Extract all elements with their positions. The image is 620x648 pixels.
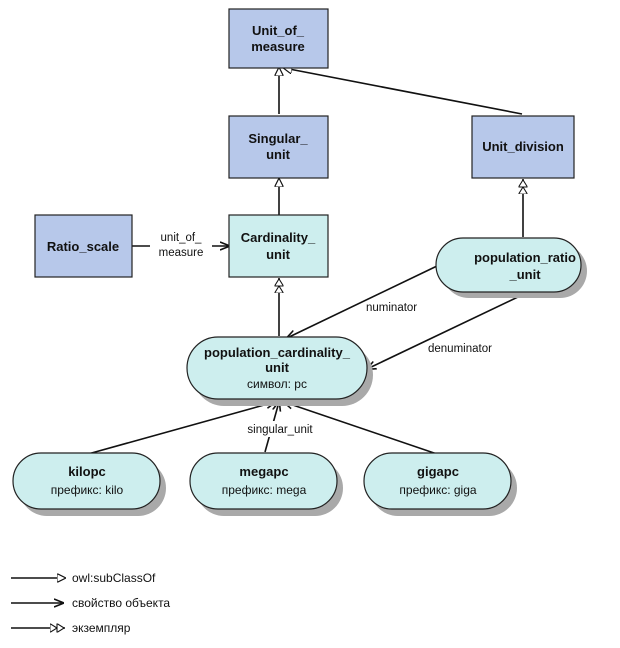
node-label: Unit_division bbox=[482, 139, 564, 154]
node-population-ratio-unit[interactable]: population_ratio _unit bbox=[435, 237, 587, 298]
node-population-cardinality-unit[interactable]: population_cardinality_ unit символ: pc bbox=[186, 336, 373, 406]
legend-subclass-label: owl:subClassOf bbox=[72, 571, 156, 585]
node-label: kilopc bbox=[68, 464, 106, 479]
node-attribute: префикс: mega bbox=[222, 483, 307, 497]
node-label: population_cardinality_ bbox=[204, 345, 351, 360]
node-ratio-scale[interactable]: Ratio_scale bbox=[34, 214, 133, 278]
node-kilopc[interactable]: kilopc префикс: kilo bbox=[12, 452, 166, 516]
node-unit-division[interactable]: Unit_division bbox=[471, 115, 575, 179]
legend-object-property-label: свойство объекта bbox=[72, 596, 170, 610]
node-label: Unit_of_ bbox=[252, 23, 305, 38]
edge-numinator bbox=[287, 265, 438, 338]
edge-kilopc-singular-unit bbox=[87, 402, 275, 455]
node-label: unit bbox=[265, 360, 289, 375]
node-megapc[interactable]: megapc префикс: mega bbox=[189, 452, 343, 516]
node-attribute: префикс: kilo bbox=[51, 483, 124, 497]
edge-label-numinator: numinator bbox=[366, 302, 417, 314]
node-unit-of-measure[interactable]: Unit_of_ measure bbox=[228, 8, 329, 69]
node-attribute: префикс: giga bbox=[399, 483, 476, 497]
edge-label-unit-of-measure-1: unit_of_ bbox=[161, 232, 203, 244]
node-label: megapc bbox=[239, 464, 288, 479]
node-gigapc[interactable]: gigapc префикс: giga bbox=[363, 452, 517, 516]
node-label: gigapc bbox=[417, 464, 459, 479]
legend-instance-label: экземпляр bbox=[72, 621, 131, 635]
edge-label-bg bbox=[150, 228, 212, 262]
node-attribute: символ: pc bbox=[247, 377, 307, 391]
node-label: _unit bbox=[508, 267, 541, 282]
edge-label-bg bbox=[232, 421, 330, 437]
legend: owl:subClassOf свойство объекта экземпля… bbox=[11, 571, 170, 635]
edge-label-unit-of-measure-2: measure bbox=[159, 247, 204, 259]
node-label: Cardinality_ bbox=[241, 230, 316, 245]
node-singular-unit[interactable]: Singular_ unit bbox=[228, 115, 329, 179]
edge-unit-division-to-unit-of-measure bbox=[284, 68, 523, 115]
node-label: unit bbox=[266, 247, 290, 262]
node-label: Singular_ bbox=[248, 131, 308, 146]
node-label: measure bbox=[251, 39, 304, 54]
edge-denuminator bbox=[367, 295, 521, 369]
node-cardinality-unit[interactable]: Cardinality_ unit bbox=[228, 214, 329, 278]
edge-gigapc-singular-unit bbox=[284, 402, 438, 455]
node-label: unit bbox=[266, 147, 290, 162]
edge-label-singular-unit: singular_unit bbox=[247, 424, 313, 436]
edge-label-denuminator: denuminator bbox=[428, 343, 492, 355]
node-label: Ratio_scale bbox=[47, 239, 119, 254]
node-label: population_ratio bbox=[474, 250, 576, 265]
